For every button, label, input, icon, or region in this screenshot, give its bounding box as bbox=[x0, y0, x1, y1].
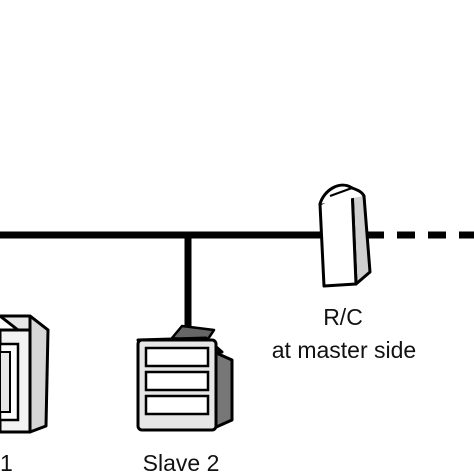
rc-label: R/C bbox=[323, 304, 363, 330]
slave2-unit-icon bbox=[136, 324, 234, 432]
slave2-label: Slave 2 bbox=[142, 450, 220, 476]
slave1-unit-icon bbox=[0, 314, 50, 434]
rc-sublabel: at master side bbox=[271, 337, 417, 363]
remote-controller-icon bbox=[318, 183, 372, 288]
slave1-label-fragment: 1 bbox=[0, 450, 13, 476]
